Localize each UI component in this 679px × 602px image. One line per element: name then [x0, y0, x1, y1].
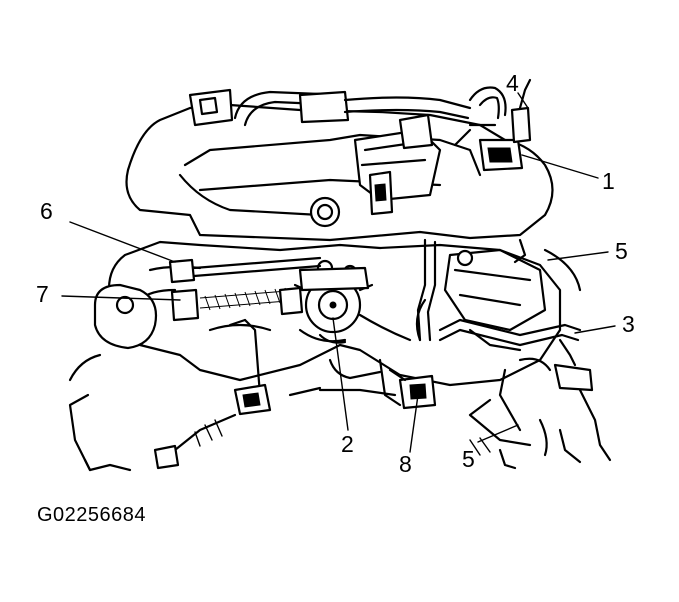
leader-line-5b	[477, 424, 519, 443]
leader-line-7	[61, 295, 181, 301]
callout-5-upper: 5	[615, 238, 628, 264]
idle-air-control-valve	[293, 266, 382, 380]
leader-line-8	[409, 394, 419, 453]
left-bracket-assembly	[68, 256, 322, 472]
leader-line-2	[332, 317, 349, 431]
leader-line-1	[521, 154, 599, 179]
intake-plenum	[125, 78, 554, 242]
callout-8: 8	[399, 451, 412, 477]
callout-4: 4	[506, 70, 519, 96]
callout-5-lower: 5	[462, 446, 475, 472]
figure-id: G02256684	[37, 504, 147, 526]
right-hose-assembly	[288, 238, 612, 470]
callout-1: 1	[602, 168, 615, 194]
leader-line-5a	[547, 251, 609, 261]
leader-lines	[61, 92, 616, 453]
callout-6: 6	[40, 198, 53, 224]
callout-2: 2	[341, 431, 354, 457]
leader-line-4	[517, 92, 529, 109]
leader-line-3	[574, 325, 616, 334]
leader-line-6	[69, 221, 176, 263]
callout-7: 7	[36, 281, 49, 307]
callout-3: 3	[622, 311, 635, 337]
